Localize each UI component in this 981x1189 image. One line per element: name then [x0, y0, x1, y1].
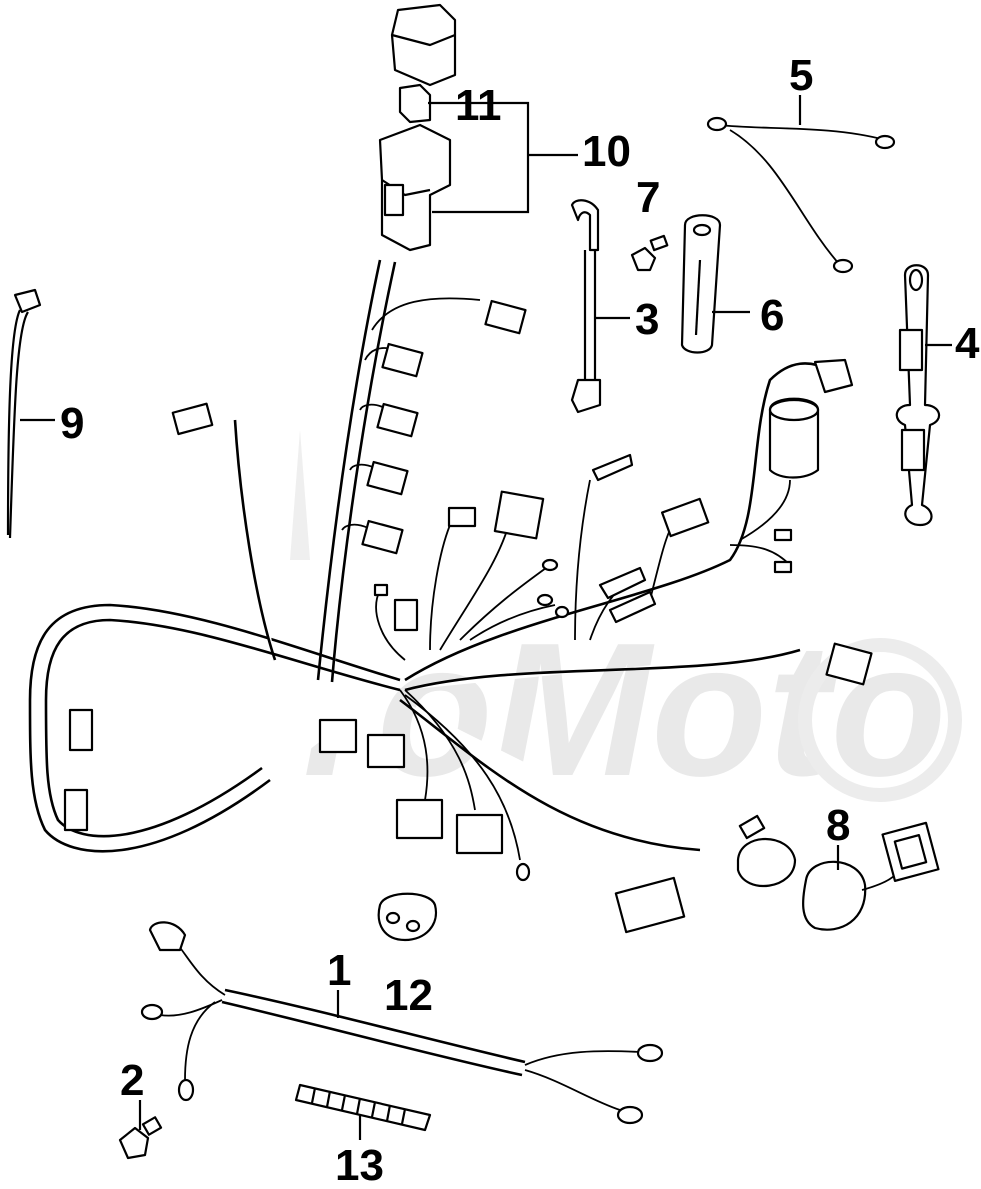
- bolt-2: [118, 1116, 163, 1160]
- callout-3: 3: [635, 295, 659, 344]
- leader-lines: [20, 95, 952, 1140]
- spiral-wrap-13: [294, 1083, 432, 1132]
- callout-10: 10: [582, 127, 631, 176]
- relay-10: [378, 123, 452, 252]
- callout-7: 7: [636, 173, 660, 222]
- connectors: [63, 299, 873, 934]
- callout-12: 12: [384, 971, 433, 1020]
- fuse-11: [398, 83, 432, 124]
- relay-cover: [390, 3, 457, 87]
- callout-5: 5: [789, 51, 813, 100]
- callout-1: 1: [327, 946, 351, 995]
- cable-tie-9: [6, 288, 42, 539]
- grommet-12: [377, 892, 438, 942]
- ground-strap-4: [895, 264, 941, 527]
- sensor-cylinder: [739, 358, 854, 541]
- callout-13: 13: [335, 1141, 384, 1189]
- callout-2: 2: [120, 1056, 144, 1105]
- callout-11: 11: [455, 81, 502, 130]
- callout-9: 9: [60, 399, 84, 448]
- cap-8: [802, 821, 940, 931]
- main-wire-harness: [28, 259, 831, 861]
- bracket-6: [680, 214, 722, 354]
- callout-8: 8: [826, 801, 850, 850]
- bolt-7: [630, 234, 669, 272]
- callout-labels: 1 2 3 4 5 6 7 8 9 10 11 12 13: [60, 51, 980, 1189]
- sub-harness-1: [140, 921, 664, 1125]
- boot-3: [570, 199, 602, 414]
- ground-wire-5: [706, 116, 896, 274]
- callout-6: 6: [760, 291, 784, 340]
- callout-4: 4: [955, 319, 980, 368]
